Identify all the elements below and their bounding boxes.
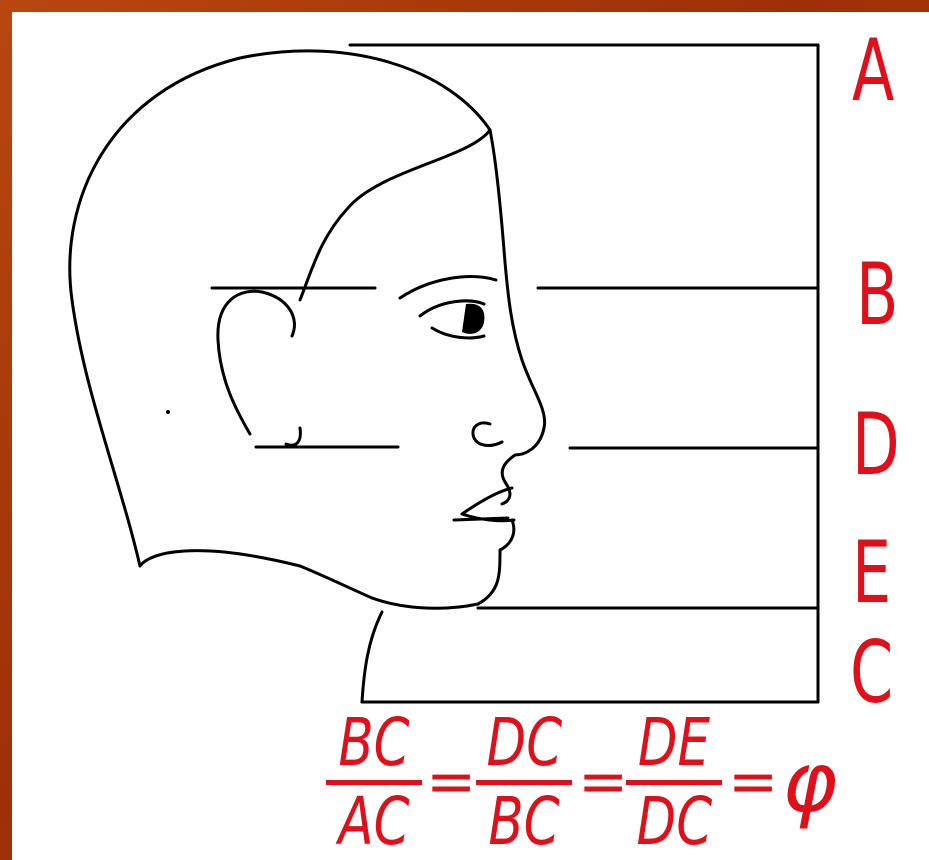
label-b: B (856, 252, 898, 338)
chin (300, 520, 514, 608)
fraction-dc-bc: DC BC (476, 710, 572, 855)
fraction-2-denominator: BC (487, 789, 562, 855)
equals-2: = (578, 752, 628, 812)
eye-pupil (462, 304, 484, 334)
label-c: C (850, 630, 893, 716)
nostril (473, 423, 502, 446)
hairline (300, 130, 490, 300)
fraction-3-denominator: DC (637, 789, 712, 855)
fraction-3-numerator: DE (637, 710, 712, 776)
fraction-2-numerator: DC (487, 710, 562, 776)
fraction-de-dc: DE DC (626, 710, 722, 855)
fraction-bc-ac: BC AC (326, 710, 422, 855)
fraction-1-numerator: BC (337, 710, 412, 776)
ear-lobe (286, 428, 300, 445)
equals-1: = (426, 752, 476, 812)
phi-symbol: φ (782, 740, 837, 824)
neck-back (362, 612, 382, 702)
label-a: A (852, 28, 894, 114)
lip-line (454, 518, 508, 520)
lips (462, 488, 514, 521)
face-profile (490, 130, 545, 504)
eyebrow (400, 277, 496, 298)
label-e: E (852, 530, 891, 616)
fraction-1-denominator: AC (337, 789, 412, 855)
dot-mark (166, 410, 170, 414)
ear (218, 291, 295, 434)
equals-3: = (728, 752, 778, 812)
label-d: D (852, 402, 900, 488)
head-back (70, 51, 490, 566)
